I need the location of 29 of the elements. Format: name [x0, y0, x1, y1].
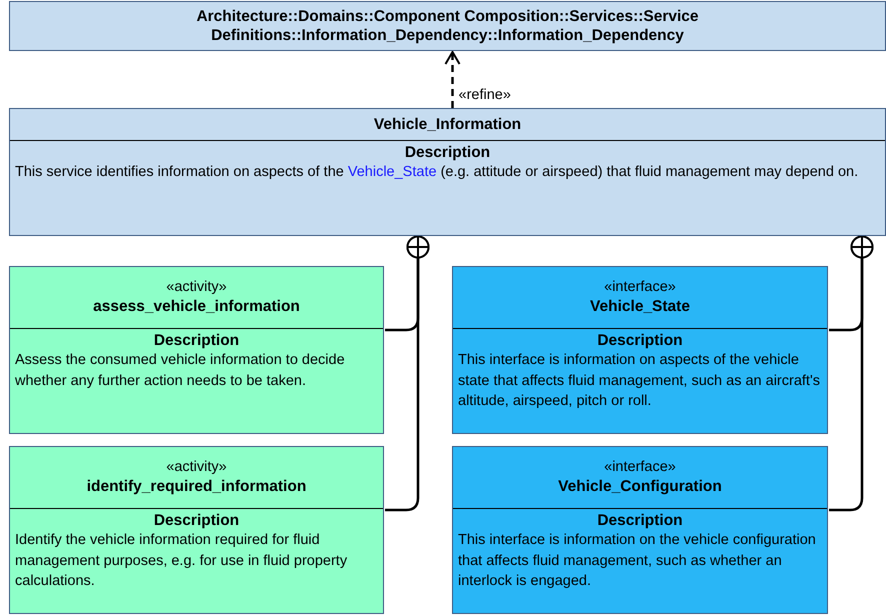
containment-line	[385, 236, 430, 512]
element-name: Vehicle_Information	[374, 114, 522, 134]
description-text: This interface is information on aspects of the vehicle state that affects fluid management, such as an aircraft's altitude, airspeed, pitch or roll.	[458, 351, 821, 411]
section-heading: Description	[404, 143, 490, 162]
element-name: assess_vehicle_information	[93, 296, 300, 316]
section-heading: Description	[597, 331, 683, 350]
activity-box	[9, 266, 384, 434]
element-name: Vehicle_State	[590, 296, 690, 316]
description-text: Identify the vehicle information required for fluid management purposes, e.g. for use in fluid property calculations.	[15, 531, 348, 591]
stereotype-label: «interface»	[604, 278, 676, 296]
description-text: This service identifies information on aspects of the Vehicle_State (e.g. attitude or airspeed) that fluid management may depend on.	[15, 163, 860, 182]
element-name: identify_required_information	[86, 476, 306, 496]
element-name: Vehicle_Configuration	[558, 476, 722, 496]
activity-box	[9, 446, 384, 614]
stereotype-label: «activity»	[166, 278, 227, 296]
containment-line	[829, 236, 874, 512]
interface-box	[452, 266, 828, 434]
interface-box	[452, 446, 828, 614]
stereotype-label: «activity»	[166, 458, 227, 476]
description-text: Assess the consumed vehicle information to decide whether any further action needs to be taken.	[15, 351, 346, 390]
package-box	[9, 1, 886, 51]
stereotype-label: «interface»	[604, 458, 676, 476]
description-text: This interface is information on the vehicle configuration that affects fluid management, such as whether an interlock is engaged.	[458, 531, 817, 591]
service-box	[9, 108, 886, 236]
package-path: Architecture::Domains::Component Composition::Services::Service Definitions::Information_Dependency::Information_Dependency	[195, 7, 700, 45]
dependency-arrow	[444, 51, 460, 108]
section-heading: Description	[597, 511, 683, 530]
section-heading: Description	[154, 511, 240, 530]
section-heading: Description	[154, 331, 240, 350]
